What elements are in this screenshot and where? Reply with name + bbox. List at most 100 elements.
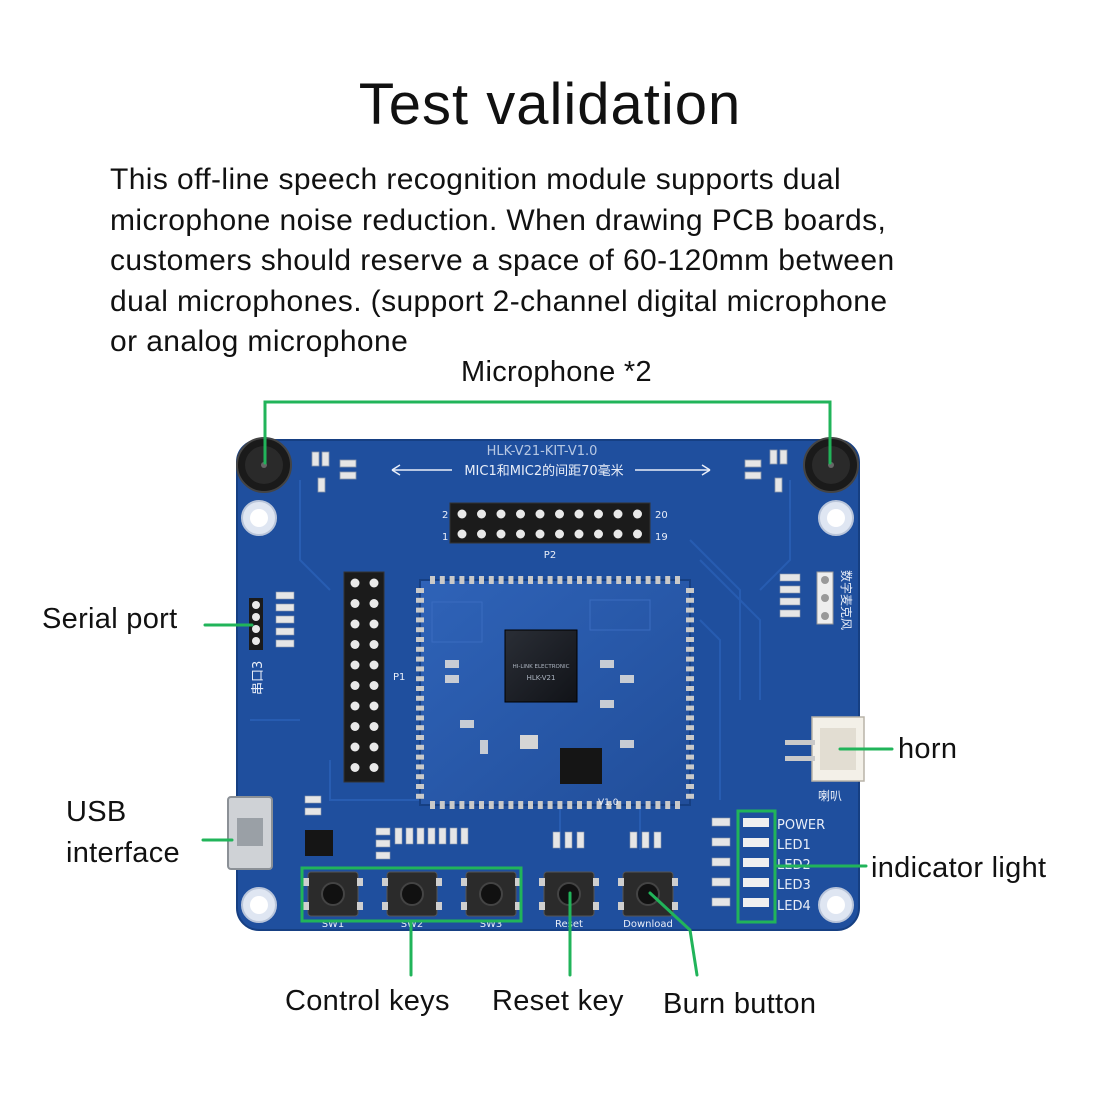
description-line: dual microphones. (support 2-channel dig…	[110, 284, 888, 318]
module-pin	[686, 754, 694, 760]
header-pin	[350, 701, 360, 711]
callout-reset-key: Reset key	[492, 985, 624, 1017]
module-pin	[567, 801, 573, 809]
module-pin	[416, 793, 424, 799]
module-pin	[537, 576, 543, 584]
digital-mic-connector: 数字麦克风	[779, 570, 854, 630]
mounting-holes	[241, 500, 854, 923]
chip-model-label: HLK-V21	[527, 674, 556, 682]
header-pin	[369, 763, 379, 772]
module-pin	[449, 576, 455, 584]
header-pin	[477, 509, 486, 519]
header-pin	[594, 509, 603, 519]
module-pin	[416, 588, 424, 593]
module-pin	[686, 646, 694, 652]
tactile-button-lead	[382, 878, 388, 886]
tactile-button-lead	[515, 902, 521, 910]
module-pin	[547, 801, 553, 809]
module-pin	[675, 576, 680, 584]
module-pin	[675, 801, 680, 809]
microphone-left	[236, 437, 292, 493]
tactile-button-lead	[593, 878, 599, 886]
header-pin	[369, 660, 379, 670]
callout-burn-button: Burn button	[663, 988, 817, 1020]
module-pin	[686, 784, 694, 789]
header-pin	[350, 660, 360, 670]
module-pin	[686, 637, 694, 642]
description-line: customers should reserve a space of 60-1…	[110, 244, 895, 277]
module-pin	[626, 801, 631, 809]
callout-usb-line2: interface	[66, 837, 180, 869]
module-pin	[686, 725, 694, 731]
serial-port-silk-label: 串口3	[251, 661, 266, 695]
smd-components	[311, 449, 788, 493]
module-pin	[686, 735, 694, 740]
module-pin	[416, 735, 424, 740]
tactile-button-lead	[618, 878, 624, 886]
tactile-buttons	[303, 871, 678, 917]
tactile-button-cap	[400, 882, 424, 906]
button-label: Download	[623, 919, 673, 930]
module-pin	[449, 801, 455, 809]
module-pin	[459, 576, 465, 584]
led-label: LED4	[777, 899, 811, 914]
module-pin	[459, 801, 465, 809]
module-pin	[416, 705, 424, 711]
module-pin	[686, 705, 694, 711]
module-pin	[469, 576, 475, 584]
module-pin	[645, 801, 651, 809]
tactile-button-lead	[382, 902, 388, 910]
callout-line-microphone	[263, 400, 832, 465]
module-pin	[686, 588, 694, 593]
module-pin	[655, 801, 661, 809]
svg-text:1: 1	[442, 532, 448, 543]
module-pin	[508, 801, 514, 809]
header-pin	[350, 599, 360, 608]
module-pin	[537, 801, 543, 809]
module-pin	[686, 793, 694, 799]
module-pin	[686, 695, 694, 701]
module-pin	[469, 801, 475, 809]
header-pin	[369, 722, 379, 731]
module-pin	[416, 676, 424, 682]
tactile-button-lead	[303, 902, 309, 910]
module-pin	[416, 725, 424, 731]
callout-line-burn-button	[648, 891, 699, 977]
module-pin	[606, 801, 612, 809]
header-pin	[555, 529, 564, 539]
module-pin	[488, 576, 494, 584]
header-pin	[535, 509, 545, 519]
module-pin	[488, 801, 494, 809]
tactile-button-lead	[539, 902, 545, 910]
module-pin	[528, 801, 533, 809]
module-pin	[665, 576, 671, 584]
header-pin	[516, 509, 525, 519]
module-pin	[645, 576, 651, 584]
module-pin	[686, 617, 694, 623]
module-pin	[416, 666, 424, 672]
module-version-label: V1.0	[598, 798, 619, 808]
header-pin	[369, 619, 379, 629]
header-pin	[350, 742, 360, 752]
module-pin	[439, 576, 445, 584]
header-pin	[516, 529, 525, 539]
module-pin	[665, 801, 671, 809]
header-pin	[350, 640, 360, 649]
tactile-button-lead	[436, 878, 442, 886]
module-pin	[528, 576, 533, 584]
tactile-button-lead	[618, 902, 624, 910]
speaker-silk-label: 喇叭	[818, 788, 842, 803]
tactile-button-cap	[479, 882, 503, 906]
module-pin	[416, 656, 424, 662]
module-pin	[577, 801, 582, 809]
header-pin	[350, 722, 360, 731]
module-pin	[635, 576, 641, 584]
module-pin	[518, 576, 524, 584]
digital-mic-silk-label: 数字麦克风	[839, 570, 854, 630]
tactile-button-lead	[303, 878, 309, 886]
module-pin	[479, 801, 484, 809]
tactile-button-lead	[672, 878, 678, 886]
header-pin	[350, 619, 360, 629]
header-pin	[369, 640, 379, 649]
